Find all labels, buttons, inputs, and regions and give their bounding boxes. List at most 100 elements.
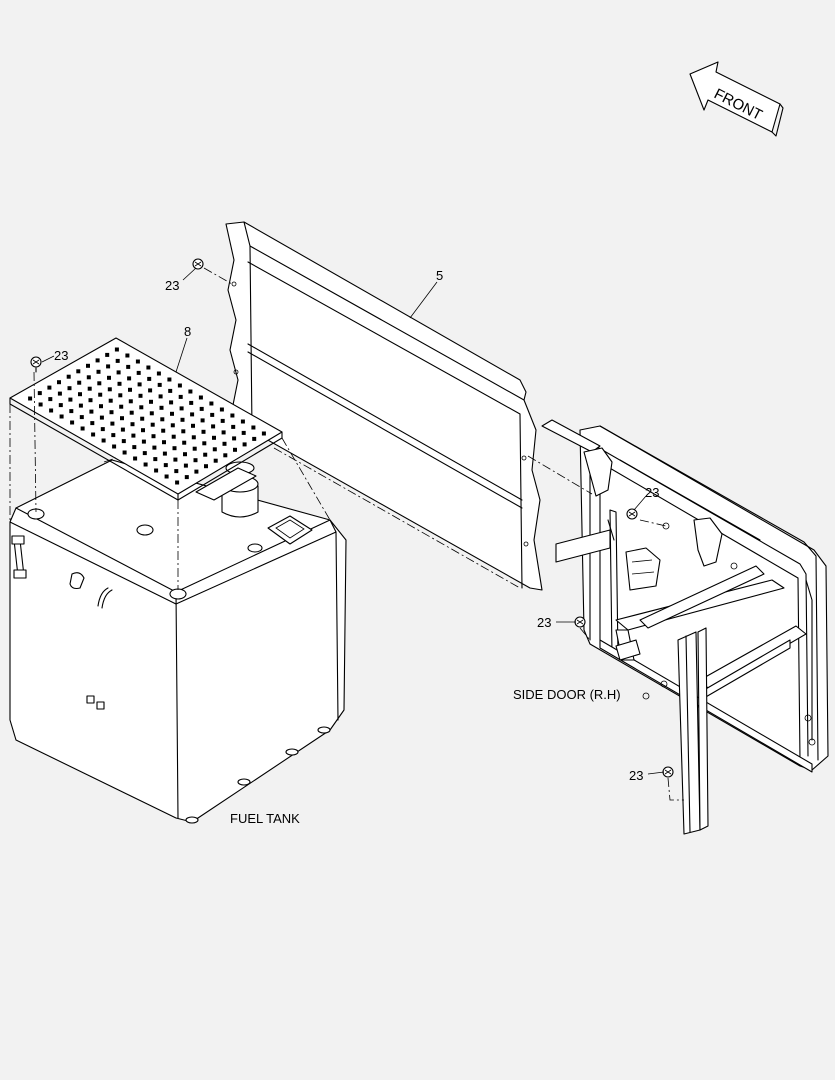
plate-hole bbox=[149, 411, 154, 416]
plate-hole bbox=[213, 458, 218, 463]
plate-hole bbox=[188, 389, 193, 394]
side-cover-panel bbox=[225, 221, 543, 591]
bolt-door-bottom bbox=[662, 766, 674, 778]
callout-23-door-bottom: 23 bbox=[629, 768, 643, 783]
plate-holes bbox=[28, 347, 266, 485]
plate-hole bbox=[202, 441, 207, 446]
plate-hole bbox=[192, 446, 197, 451]
plate-hole bbox=[221, 430, 226, 435]
plate-hole bbox=[105, 352, 110, 357]
plate-hole bbox=[89, 409, 94, 414]
plate-hole bbox=[49, 408, 54, 413]
plate-hole bbox=[69, 409, 74, 414]
plate-hole bbox=[153, 457, 158, 462]
plate-hole bbox=[203, 452, 208, 457]
plate-hole bbox=[200, 418, 205, 423]
plate-hole bbox=[210, 412, 215, 417]
plate-hole bbox=[160, 417, 165, 422]
plate-hole bbox=[177, 383, 182, 388]
plate-hole bbox=[59, 414, 64, 419]
plate-hole bbox=[136, 370, 141, 375]
plate-hole bbox=[172, 446, 177, 451]
plate-hole bbox=[191, 423, 195, 428]
plate-hole bbox=[28, 396, 33, 401]
side-door-label: SIDE DOOR (R.H) bbox=[513, 687, 621, 702]
plate-hole bbox=[184, 475, 189, 480]
plate-hole bbox=[138, 393, 143, 398]
plate-hole bbox=[118, 393, 123, 398]
plate-hole bbox=[171, 434, 176, 439]
plate-hole bbox=[164, 474, 169, 479]
plate-hole bbox=[100, 427, 105, 432]
plate-hole bbox=[181, 429, 186, 434]
plate-hole bbox=[79, 415, 84, 420]
fuel-tank-label: FUEL TANK bbox=[230, 811, 300, 826]
plate-hole bbox=[101, 438, 106, 443]
plate-hole bbox=[117, 381, 122, 386]
plate-hole bbox=[108, 398, 113, 403]
plate-hole bbox=[170, 423, 175, 428]
plate-hole bbox=[180, 417, 185, 422]
plate-hole bbox=[70, 420, 75, 425]
plate-hole bbox=[77, 380, 82, 385]
plate-hole bbox=[178, 394, 183, 399]
plate-hole bbox=[163, 463, 168, 468]
plate-hole bbox=[107, 375, 111, 380]
plate-hole bbox=[87, 386, 92, 391]
plate-hole bbox=[199, 406, 204, 411]
plate-hole bbox=[156, 371, 161, 376]
plate-hole bbox=[158, 394, 163, 399]
plate-hole bbox=[193, 458, 198, 463]
callout-leaders bbox=[41, 267, 665, 775]
plate-hole bbox=[119, 404, 124, 409]
plate-hole bbox=[179, 406, 184, 411]
plate-hole bbox=[110, 421, 115, 426]
plate-hole bbox=[147, 376, 152, 381]
plate-hole bbox=[109, 410, 114, 415]
plate-hole bbox=[131, 433, 136, 438]
callout-23-door-left: 23 bbox=[537, 615, 551, 630]
plate-hole bbox=[230, 413, 235, 418]
plate-hole bbox=[127, 376, 132, 381]
plate-hole bbox=[86, 375, 91, 380]
plate-hole bbox=[261, 431, 266, 436]
plate-hole bbox=[114, 347, 119, 352]
plate-hole bbox=[189, 400, 194, 405]
plate-hole bbox=[148, 388, 153, 393]
plate-hole bbox=[76, 369, 81, 374]
plate-hole bbox=[96, 369, 101, 374]
perforated-plate bbox=[9, 337, 283, 501]
plate-hole bbox=[141, 428, 145, 433]
plate-hole bbox=[204, 464, 208, 469]
plate-hole bbox=[212, 435, 216, 440]
plate-hole bbox=[120, 427, 125, 432]
plate-hole bbox=[128, 387, 132, 392]
plate-hole bbox=[133, 456, 138, 461]
callout-8: 8 bbox=[184, 324, 191, 339]
plate-hole bbox=[142, 451, 147, 456]
plate-hole bbox=[174, 469, 179, 474]
plate-hole bbox=[78, 392, 82, 397]
plate-hole bbox=[201, 429, 206, 434]
plate-hole bbox=[48, 397, 53, 402]
plate-hole bbox=[191, 435, 196, 440]
plate-hole bbox=[157, 382, 162, 387]
plate-hole bbox=[240, 419, 245, 424]
assembly-lines bbox=[9, 267, 684, 801]
plate-hole bbox=[222, 441, 227, 446]
bolt-plate bbox=[30, 356, 42, 373]
plate-hole bbox=[190, 412, 195, 417]
plate-hole bbox=[169, 400, 174, 405]
plate-hole bbox=[150, 422, 155, 427]
plate-hole bbox=[167, 377, 172, 382]
plate-hole bbox=[99, 415, 104, 420]
plate-hole bbox=[38, 402, 43, 407]
bolt-door-upper bbox=[626, 508, 638, 520]
plate-hole bbox=[140, 416, 145, 421]
plate-hole bbox=[130, 422, 135, 427]
plate-hole bbox=[120, 416, 124, 421]
plate-hole bbox=[175, 480, 180, 485]
plate-hole bbox=[107, 387, 112, 392]
plate-hole bbox=[132, 445, 137, 450]
plate-hole bbox=[149, 399, 153, 404]
